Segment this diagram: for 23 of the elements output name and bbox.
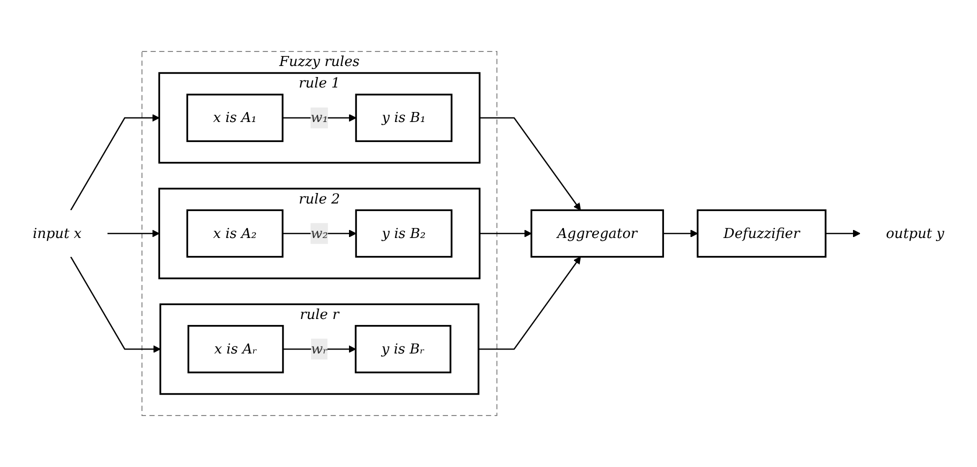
arrow — [478, 256, 581, 350]
arrow — [107, 230, 160, 238]
node-box: x is A₁ — [186, 94, 284, 142]
arrow — [282, 345, 356, 353]
node-box: Defuzzifier — [696, 209, 826, 258]
node-box: x is Aᵣ — [188, 324, 284, 374]
edge-label: w₁ — [310, 109, 328, 126]
node-box: y is B₁ — [355, 94, 452, 142]
node-text: input x — [32, 224, 82, 242]
arrow — [70, 256, 161, 353]
arrow — [826, 230, 860, 238]
node-box: y is B₂ — [355, 209, 452, 258]
arrow — [282, 230, 356, 238]
edge-label: w₂ — [310, 224, 328, 242]
node-box: x is A₂ — [186, 209, 284, 258]
arrow — [663, 230, 698, 238]
node-box: y is Bᵣ — [354, 324, 452, 374]
node-text: output y — [886, 224, 944, 242]
arrow — [480, 117, 581, 211]
arrow — [480, 230, 532, 238]
edge-label: wᵣ — [311, 340, 328, 357]
arrow — [70, 114, 160, 211]
node-box: Aggregator — [530, 209, 664, 258]
